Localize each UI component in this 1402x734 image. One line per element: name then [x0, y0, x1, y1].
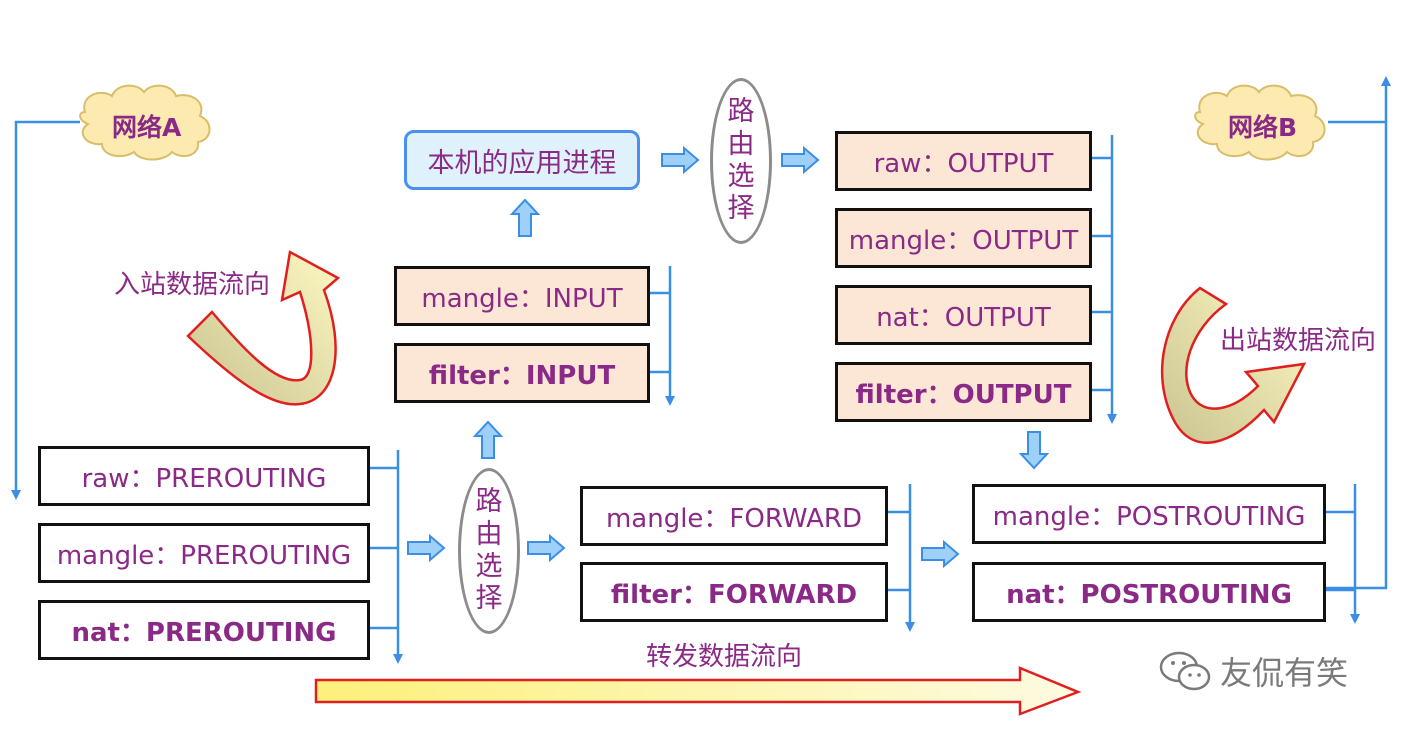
- network-a-label: 网络A: [112, 113, 182, 142]
- table-mangle-forward: mangle：FORWARD: [580, 486, 888, 546]
- routing-label: 路由选择: [475, 486, 503, 615]
- routing-decision-bottom: 路由选择: [458, 468, 520, 634]
- wechat-icon: [1159, 651, 1211, 691]
- outbound-curved-arrow: [1160, 286, 1307, 444]
- table-nat-postrouting: nat：POSTROUTING: [972, 562, 1326, 622]
- routing-decision-top: 路由选择: [710, 78, 772, 244]
- table-nat-output: nat：OUTPUT: [835, 285, 1092, 345]
- table-mangle-prerouting: mangle：PREROUTING: [38, 523, 370, 583]
- block-arrows: [407, 145, 1050, 569]
- forward-flow-label: 转发数据流向: [646, 642, 803, 672]
- watermark: 友侃有笑: [1158, 648, 1348, 694]
- routing-label: 路由选择: [727, 96, 755, 225]
- cloud-network-a: [79, 84, 211, 161]
- outbound-flow-label: 出站数据流向: [1220, 326, 1377, 356]
- cloud-network-b: [1194, 84, 1326, 161]
- table-filter-input: filter：INPUT: [394, 343, 650, 403]
- table-raw-prerouting: raw：PREROUTING: [38, 446, 370, 506]
- table-filter-output: filter：OUTPUT: [835, 362, 1092, 422]
- table-mangle-output: mangle：OUTPUT: [835, 208, 1092, 268]
- inbound-curved-arrow: [186, 250, 341, 406]
- connector-lines: [11, 76, 1391, 664]
- watermark-text: 友侃有笑: [1220, 654, 1349, 692]
- local-process-box: 本机的应用进程: [404, 130, 640, 190]
- forward-big-arrow: [314, 666, 1082, 716]
- network-b-label: 网络B: [1228, 113, 1298, 142]
- table-mangle-input: mangle：INPUT: [394, 266, 650, 326]
- table-mangle-postrouting: mangle：POSTROUTING: [972, 484, 1326, 544]
- table-nat-prerouting: nat：PREROUTING: [38, 600, 370, 660]
- table-raw-output: raw：OUTPUT: [835, 131, 1092, 191]
- inbound-flow-label: 入站数据流向: [114, 270, 271, 300]
- table-filter-forward: filter：FORWARD: [580, 562, 888, 622]
